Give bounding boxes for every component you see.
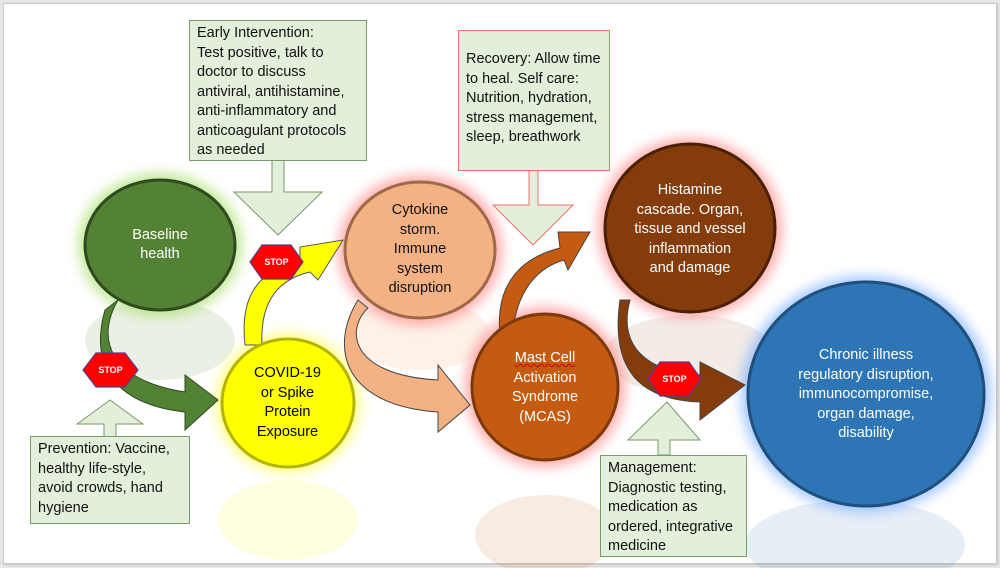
- stop-sign-early-intervention: [249, 244, 304, 280]
- arrow-histamine-to-chronic: [617, 299, 746, 422]
- mcas-circle: [470, 312, 620, 462]
- chronic-circle: [746, 280, 986, 508]
- note-recovery: Recovery: Allow time to heal. Self care:…: [458, 30, 610, 171]
- arrow-prevention-up: [75, 399, 145, 438]
- covid-circle: [220, 337, 356, 469]
- arrow-covid-to-cytokine: [243, 239, 345, 346]
- arrow-early-intervention-down: [232, 159, 324, 236]
- stop-label: STOP: [98, 365, 123, 375]
- mcas-reflection: [475, 495, 615, 568]
- baseline-circle: [83, 178, 237, 312]
- covid-reflection: [218, 480, 358, 560]
- note-management: Management: Diagnostic testing, medicati…: [600, 455, 747, 557]
- stop-label: STOP: [264, 257, 289, 267]
- arrow-mcas-to-histamine: [498, 231, 591, 339]
- arrow-recovery-down: [491, 169, 575, 246]
- arrow-management-up: [626, 401, 702, 456]
- note-early-intervention: Early Intervention: Test positive, talk …: [189, 20, 367, 161]
- histamine-circle: [603, 142, 777, 314]
- stop-sign-management: [647, 361, 702, 397]
- stop-label: STOP: [662, 374, 687, 384]
- cytokine-circle: [343, 180, 497, 320]
- arrow-cytokine-to-mcas: [344, 299, 471, 434]
- note-prevention: Prevention: Vaccine, healthy life-style,…: [30, 436, 190, 524]
- stop-sign-prevention: [82, 352, 139, 388]
- chronic-reflection: [745, 500, 965, 568]
